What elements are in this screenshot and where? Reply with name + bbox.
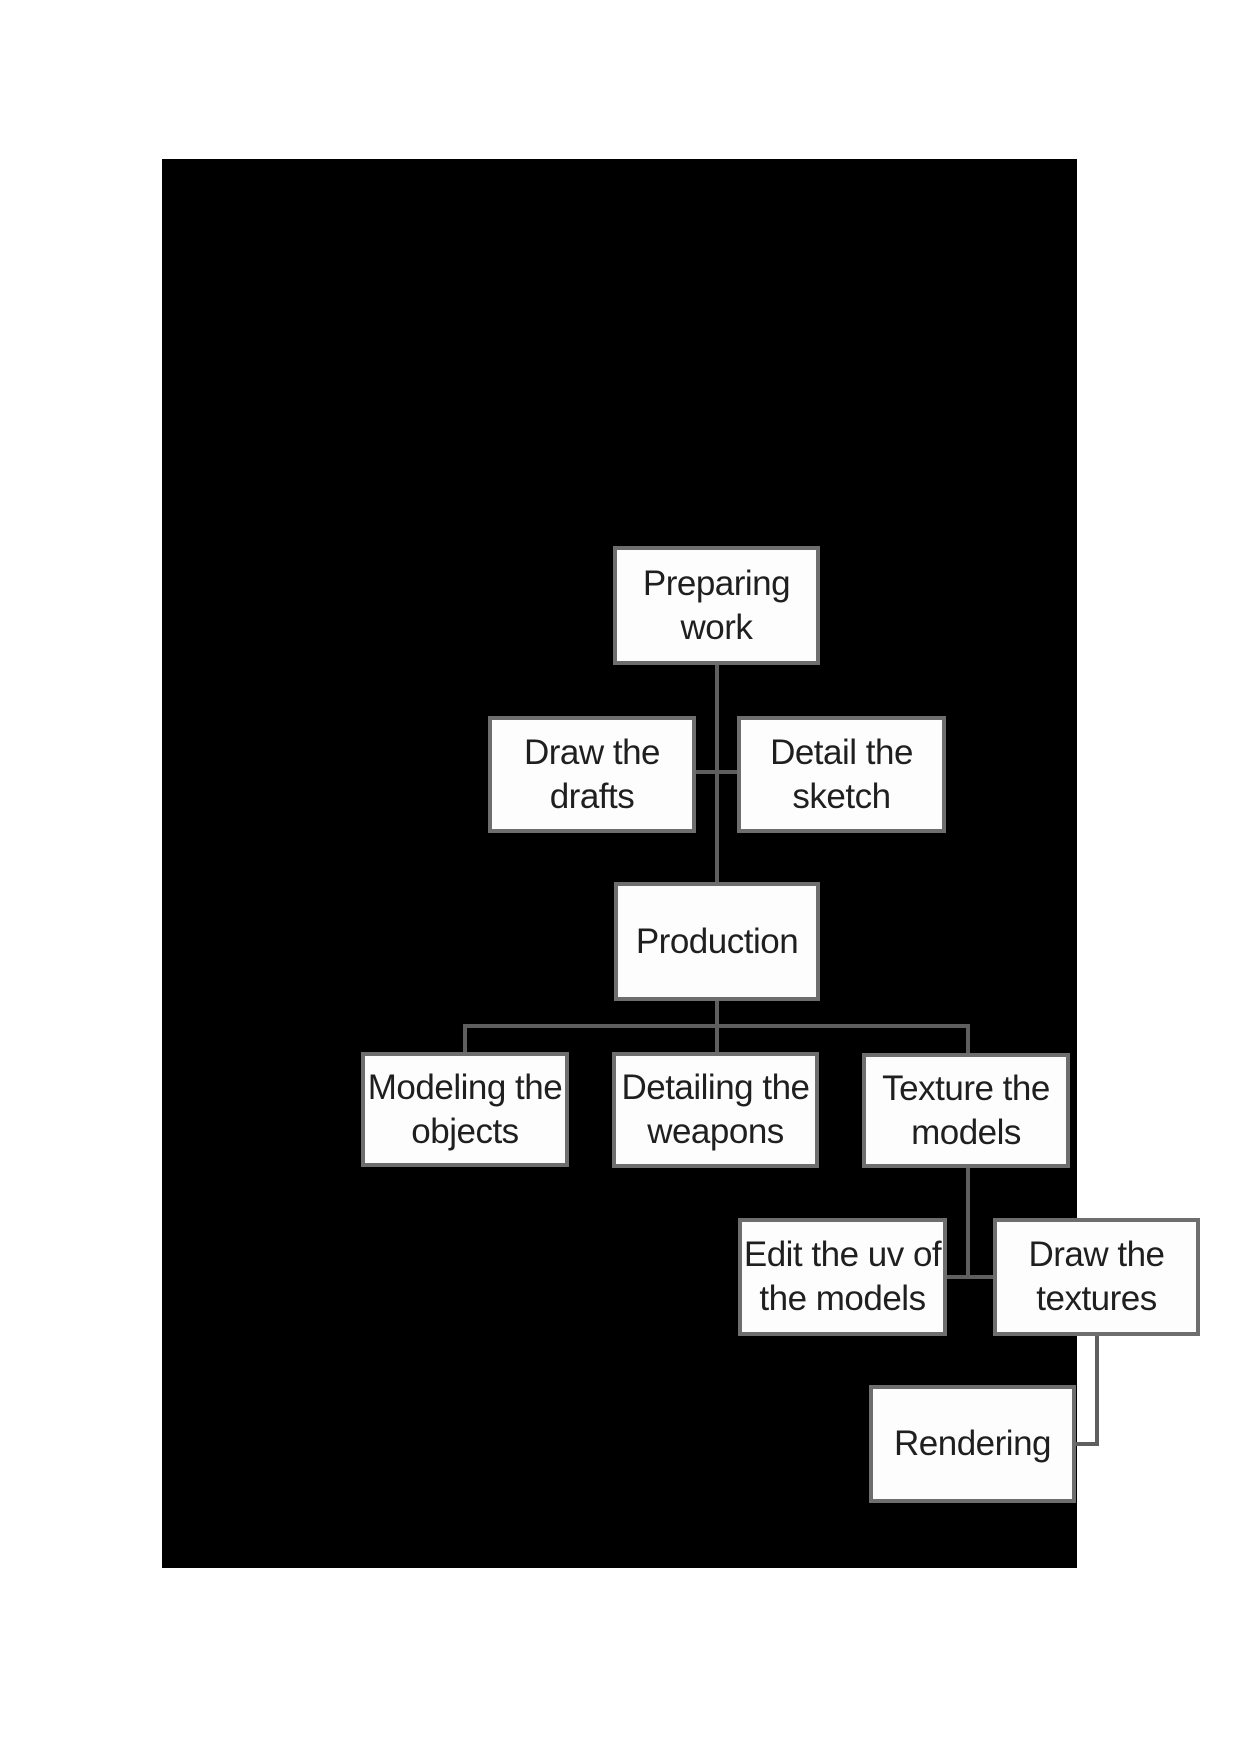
edge-textures-to-rendering-vertical [1095,1336,1099,1446]
node-preparing-work-label: Preparing work [642,563,791,647]
edge-branch-to-modeling [463,1024,467,1052]
node-rendering: Rendering [869,1385,1076,1503]
node-texture-the-models-label: Texture the models [882,1068,1050,1152]
node-draw-the-textures-label: Draw the textures [1028,1235,1165,1318]
node-texture-the-models: Texture the models [862,1053,1070,1168]
node-detail-the-sketch-label: Detail the sketch [770,732,913,816]
node-edit-the-uv-of-the-models-label: Edit the uv of the models [743,1235,942,1318]
edge-uv-textures-crossbar [947,1275,993,1279]
node-rendering-label: Rendering [894,1424,1052,1463]
edge-drafts-sketch-crossbar [696,770,738,774]
node-draw-the-drafts-label: Draw the drafts [523,732,661,816]
edge-textures-to-rendering-stub [1076,1442,1099,1446]
node-edit-the-uv-of-the-models: Edit the uv of the models [738,1218,947,1336]
diagram-canvas: Preparing work Draw the drafts Detail th… [162,159,1200,1568]
node-modeling-the-objects-label: Modeling the objects [367,1067,563,1151]
node-production-label: Production [635,921,799,961]
node-production: Production [614,882,820,1001]
node-modeling-the-objects: Modeling the objects [361,1052,569,1167]
node-draw-the-textures: Draw the textures [993,1218,1200,1336]
node-preparing-work: Preparing work [613,546,820,665]
node-draw-the-drafts: Draw the drafts [488,716,696,833]
edge-branch-horizontal [463,1024,970,1028]
node-detailing-the-weapons: Detailing the weapons [612,1052,819,1168]
node-detail-the-sketch: Detail the sketch [737,716,946,833]
node-detailing-the-weapons-label: Detailing the weapons [621,1068,810,1151]
edge-texture-to-uv-junction [966,1168,970,1279]
edge-branch-to-texture [966,1024,970,1053]
